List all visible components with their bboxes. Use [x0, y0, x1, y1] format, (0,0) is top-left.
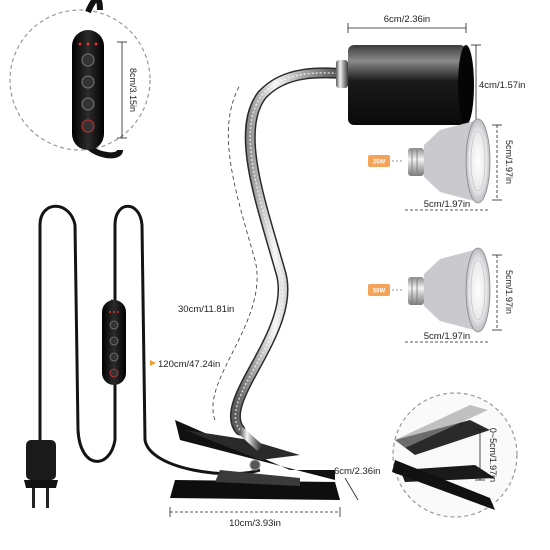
clip-width-label: 10cm/3.93in	[229, 518, 281, 529]
bulb-watt-label: 25W	[373, 160, 386, 166]
bulb-50w-height-label: 5cm/1.97in	[504, 270, 514, 314]
lamp-head-width-label: 6cm/2.36in	[384, 14, 430, 25]
controller-inline	[102, 300, 126, 385]
bulb-watt-badge	[368, 284, 390, 296]
bulb-25w-width-dim: 5cm/1.97in	[405, 199, 490, 211]
clip-opening-zoom-inset: 0~5cm/1.97in	[392, 392, 518, 518]
clip-opening-label: 0~5cm/1.97in	[488, 428, 498, 482]
controller-zoom-inset: 8cm/3.15in	[9, 0, 151, 159]
bulb-50w-height-dim: 5cm/1.97in	[492, 254, 514, 331]
cable-length-callout: 120cm/47.24in	[150, 359, 220, 370]
bulb-watt-label: 50W	[373, 289, 386, 295]
bulb-25w: 25W	[368, 118, 491, 204]
bulb-50w-width-label: 5cm/1.97in	[424, 331, 470, 342]
lamp-head	[336, 45, 474, 125]
controller-body-large	[72, 30, 104, 150]
bulb-50w-width-dim: 5cm/1.97in	[405, 331, 490, 343]
lamp-head-height-dim: 4cm/1.57in	[471, 44, 525, 126]
cable-arrow-icon	[150, 360, 156, 366]
bulb-watt-badge	[368, 155, 390, 167]
bulb-25w-width-label: 5cm/1.97in	[424, 199, 470, 210]
gooseneck-length-label: 30cm/11.81in	[178, 304, 234, 315]
lamp-head-height-label: 4cm/1.57in	[479, 80, 525, 91]
bulb-25w-height-label: 5cm/1.97in	[504, 140, 514, 184]
clip-height-label: 6cm/2.36in	[334, 466, 380, 477]
gooseneck-arm	[229, 67, 354, 436]
clamp-clip	[170, 420, 340, 500]
clip-width-dim: 10cm/3.93in	[169, 507, 341, 529]
bulb-50w: 50W	[368, 247, 491, 333]
controller-length-label: 8cm/3.15in	[128, 68, 138, 112]
clip-height-dim: 6cm/2.36in	[334, 466, 380, 501]
lamp-head-width-dim: 6cm/2.36in	[347, 14, 467, 33]
power-cord	[38, 204, 261, 476]
power-plug	[24, 440, 58, 508]
cable-length-label: 120cm/47.24in	[158, 359, 220, 370]
bulb-25w-height-dim: 5cm/1.97in	[492, 124, 514, 201]
controller-buttons-large	[78, 42, 98, 133]
